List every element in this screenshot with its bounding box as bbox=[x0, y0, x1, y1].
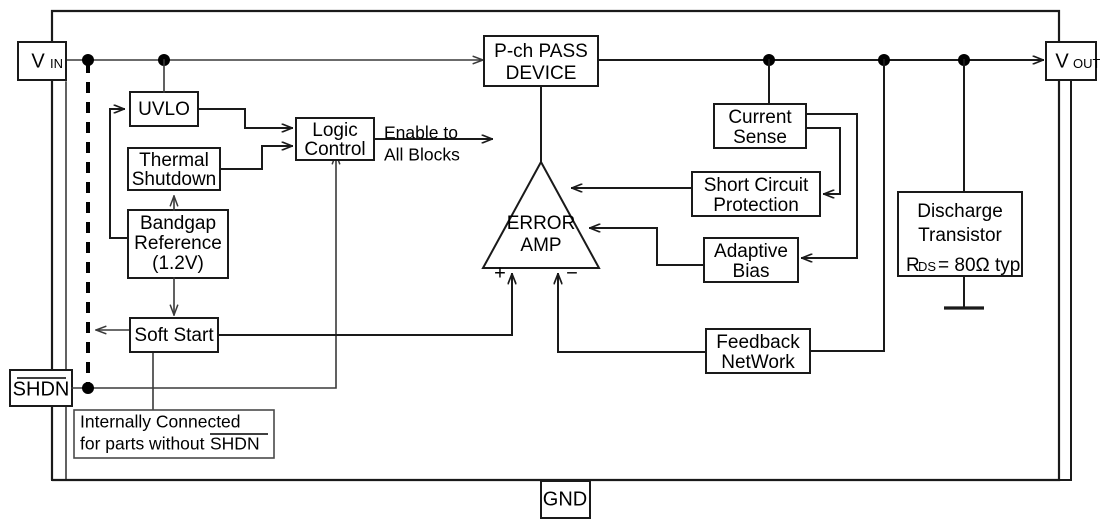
pin-vin-label: V bbox=[31, 50, 45, 72]
block-logic-control-box bbox=[295, 117, 375, 161]
discharge-to-ground-trace bbox=[944, 275, 984, 310]
pin-shdn-label: SHDN bbox=[13, 378, 70, 400]
block-current-sense[interactable]: Current Sense bbox=[713, 103, 807, 149]
pin-vout-box bbox=[1045, 41, 1097, 81]
block-pass-device-line1: P-ch PASS bbox=[494, 41, 588, 62]
block-thermal-shutdown-line1: Thermal bbox=[139, 150, 209, 171]
block-feedback-network-line2: NetWork bbox=[721, 352, 795, 373]
pin-shdn-box bbox=[9, 369, 73, 407]
vout-to-feedback-trace bbox=[809, 54, 890, 352]
adaptivebias-to-erroramp-trace bbox=[589, 228, 705, 266]
block-adaptive-bias-box bbox=[703, 237, 799, 283]
pin-vin[interactable]: V IN bbox=[17, 41, 67, 81]
block-error-amp-triangle bbox=[481, 159, 601, 269]
block-pass-device-line2: DEVICE bbox=[506, 63, 577, 84]
block-soft-start[interactable]: Soft Start bbox=[129, 317, 219, 353]
block-adaptive-bias-line1: Adaptive bbox=[714, 241, 788, 262]
vout-to-currentsense-trace bbox=[763, 54, 775, 105]
block-thermal-shutdown-line2: Shutdown bbox=[132, 169, 217, 190]
block-error-amp-line1: ERROR bbox=[507, 213, 576, 234]
currentsense-to-shortcircuit-trace bbox=[805, 127, 841, 194]
currentsense-to-adaptivebias-trace bbox=[801, 113, 858, 258]
junction-dot-vin bbox=[82, 54, 94, 66]
pin-gnd-box bbox=[540, 480, 591, 519]
block-current-sense-line2: Sense bbox=[733, 127, 787, 148]
internal-note-shdn: SHDN bbox=[210, 434, 260, 454]
block-soft-start-label: Soft Start bbox=[134, 325, 214, 346]
block-current-sense-line1: Current bbox=[728, 107, 792, 128]
block-bandgap-reference[interactable]: Bandgap Reference (1.2V) bbox=[127, 209, 229, 279]
block-feedback-network-line1: Feedback bbox=[716, 332, 800, 353]
block-bandgap-line3: (1.2V) bbox=[152, 253, 204, 274]
block-adaptive-bias[interactable]: Adaptive Bias bbox=[703, 237, 799, 283]
block-discharge-transistor-box bbox=[897, 191, 1023, 277]
bandgap-to-uvlo-trace bbox=[109, 109, 129, 239]
block-short-circuit-line2: Protection bbox=[713, 195, 799, 216]
block-current-sense-box bbox=[713, 103, 807, 149]
block-error-amp[interactable]: ERROR AMP + − bbox=[481, 159, 601, 284]
pin-gnd-label: GND bbox=[543, 488, 587, 510]
vout-to-discharge-trace bbox=[958, 54, 970, 193]
block-soft-start-box bbox=[129, 317, 219, 353]
block-feedback-network[interactable]: Feedback NetWork bbox=[705, 328, 811, 374]
block-adaptive-bias-line2: Bias bbox=[733, 261, 770, 282]
block-discharge-rds-prefix: R bbox=[906, 255, 920, 276]
block-bandgap-line1: Bandgap bbox=[140, 213, 216, 234]
block-discharge-transistor[interactable]: Discharge Transistor R DS = 80Ω typ bbox=[897, 191, 1023, 277]
block-error-amp-plus: + bbox=[494, 262, 506, 284]
block-logic-control[interactable]: Logic Control bbox=[295, 117, 375, 161]
block-discharge-line2: Transistor bbox=[918, 225, 1002, 246]
shdn-signal-trace bbox=[71, 153, 336, 389]
block-pass-device-box bbox=[483, 35, 599, 87]
block-error-amp-line2: AMP bbox=[520, 235, 561, 256]
block-thermal-shutdown[interactable]: Thermal Shutdown bbox=[127, 147, 221, 191]
block-logic-control-line2: Control bbox=[304, 139, 365, 160]
internal-note-line1: Internally Connected bbox=[80, 412, 241, 432]
pin-vin-subscript: IN bbox=[50, 56, 63, 71]
block-pass-device[interactable]: P-ch PASS DEVICE bbox=[483, 35, 599, 87]
pin-shdn[interactable]: SHDN bbox=[9, 369, 73, 407]
internal-dashed-connection bbox=[82, 54, 94, 394]
internal-note-line2-prefix: for parts without bbox=[80, 434, 205, 454]
feedback-to-erroramp-trace bbox=[558, 273, 707, 353]
pin-vout[interactable]: V OUT bbox=[1045, 41, 1100, 81]
thermal-to-logic-trace bbox=[219, 146, 293, 170]
vin-to-uvlo-trace bbox=[158, 54, 170, 93]
enable-signal-output: Enable to All Blocks bbox=[373, 123, 493, 165]
block-uvlo[interactable]: UVLO bbox=[129, 91, 199, 127]
enable-signal-line2: All Blocks bbox=[384, 145, 460, 165]
block-discharge-rds-value: = 80Ω typ bbox=[938, 255, 1020, 276]
pin-gnd[interactable]: GND bbox=[540, 480, 591, 519]
pin-vin-box bbox=[17, 41, 67, 81]
uvlo-to-logic-trace bbox=[197, 108, 293, 128]
enable-signal-line1: Enable to bbox=[384, 123, 458, 143]
block-logic-control-line1: Logic bbox=[312, 120, 357, 141]
internal-connection-note: Internally Connected for parts without S… bbox=[73, 409, 275, 459]
block-short-circuit-line1: Short Circuit bbox=[704, 175, 809, 196]
block-discharge-rds-subscript: DS bbox=[918, 259, 936, 274]
block-discharge-line1: Discharge bbox=[917, 201, 1003, 222]
block-short-circuit-protection[interactable]: Short Circuit Protection bbox=[691, 171, 821, 217]
pin-vout-subscript: OUT bbox=[1073, 56, 1100, 71]
junction-dot-shdn bbox=[82, 382, 94, 394]
block-bandgap-box bbox=[127, 209, 229, 279]
pin-vout-label: V bbox=[1055, 50, 1069, 72]
block-short-circuit-box bbox=[691, 171, 821, 217]
block-error-amp-minus: − bbox=[566, 262, 578, 284]
softstart-to-erroramp-trace bbox=[217, 273, 512, 336]
block-uvlo-label: UVLO bbox=[138, 99, 190, 120]
block-bandgap-line2: Reference bbox=[134, 233, 222, 254]
